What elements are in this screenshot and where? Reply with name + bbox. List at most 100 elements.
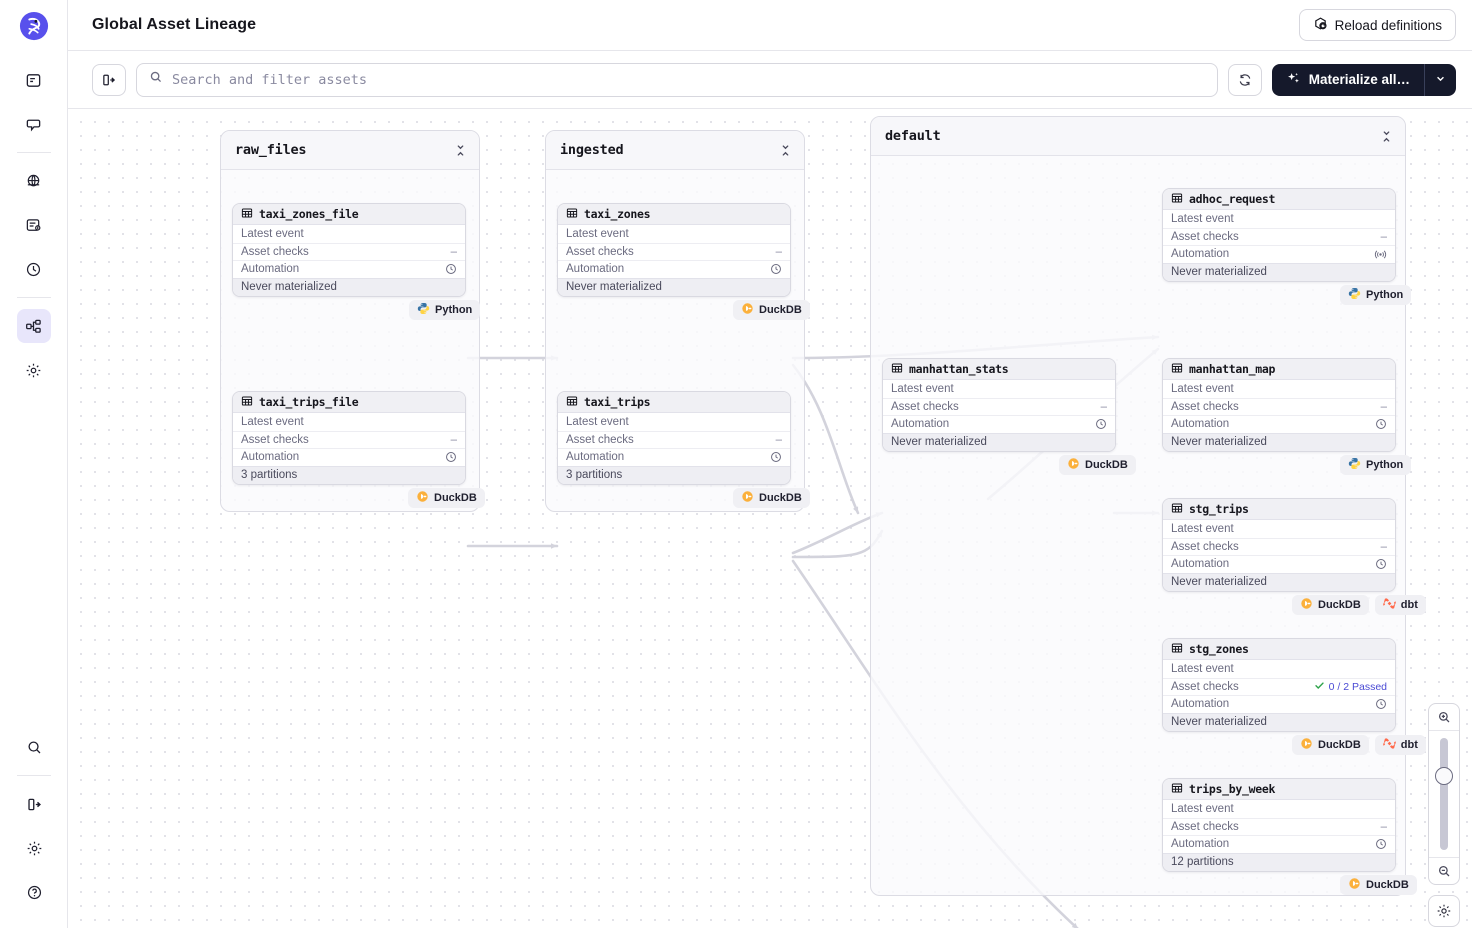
zoom-slider[interactable] xyxy=(1429,730,1459,858)
materialize-dropdown-button[interactable] xyxy=(1424,63,1456,96)
latest-event-label: Latest event xyxy=(891,382,954,395)
asset-node-name: taxi_trips_file xyxy=(259,395,359,409)
asset-tags-taxi_zones: DuckDB xyxy=(733,300,810,320)
collapse-panel-icon[interactable] xyxy=(17,787,51,821)
asset-tag[interactable]: Python xyxy=(1340,455,1412,475)
search-icon[interactable] xyxy=(17,730,51,764)
collapse-group-icon[interactable] xyxy=(454,144,467,157)
zoom-slider-thumb[interactable] xyxy=(1435,767,1453,785)
dagster-logo[interactable] xyxy=(18,10,50,42)
asset-checks-label: Asset checks xyxy=(1171,680,1239,693)
search-input[interactable] xyxy=(172,71,1205,88)
left-rail xyxy=(0,0,68,928)
asset-node-header: taxi_zones_file xyxy=(233,204,465,225)
asset-tag[interactable]: DuckDB xyxy=(1292,735,1369,755)
asset-group-header[interactable]: ingested xyxy=(546,131,804,170)
asset-tag[interactable]: DuckDB xyxy=(733,300,810,320)
gear-icon[interactable] xyxy=(17,831,51,865)
collapse-group-icon[interactable] xyxy=(1380,130,1393,143)
graph-settings-button[interactable] xyxy=(1428,895,1460,927)
asset-tag[interactable]: DuckDB xyxy=(1340,875,1417,895)
asset-tag-label: DuckDB xyxy=(434,492,477,504)
latest-event-label: Latest event xyxy=(1171,382,1234,395)
materialize-all-button[interactable]: Materialize all… xyxy=(1271,63,1424,96)
asset-node-header: trips_by_week xyxy=(1163,779,1395,800)
asset-tag[interactable]: DuckDB xyxy=(1059,455,1136,475)
latest-event-row: Latest event xyxy=(1163,520,1395,538)
refresh-button[interactable] xyxy=(1227,63,1262,96)
automation-label: Automation xyxy=(1171,248,1230,261)
reload-definitions-label: Reload definitions xyxy=(1334,17,1442,33)
reload-icon xyxy=(1313,16,1328,34)
toggle-sidebar-button[interactable] xyxy=(92,63,126,96)
clock-icon xyxy=(1375,558,1387,570)
zoom-in-icon[interactable] xyxy=(1429,704,1459,730)
asset-tag[interactable]: DuckDB xyxy=(1292,595,1369,615)
asset-tag[interactable]: Python xyxy=(409,300,481,320)
asset-tag[interactable]: dbt xyxy=(1374,735,1426,755)
latest-event-label: Latest event xyxy=(241,227,304,240)
collapse-group-icon[interactable] xyxy=(779,144,792,157)
latest-event-label: Latest event xyxy=(1171,802,1234,815)
clock-icon xyxy=(445,451,457,463)
asset-status: Never materialized xyxy=(1163,432,1395,451)
asset-tag[interactable]: DuckDB xyxy=(408,488,485,508)
asset-tags-taxi_trips: DuckDB xyxy=(733,488,810,508)
asset-node-header: taxi_trips xyxy=(558,392,790,413)
sidebar-item-settings[interactable] xyxy=(17,353,51,387)
asset-node-name: stg_trips xyxy=(1189,502,1249,516)
sidebar-item-feedback[interactable] xyxy=(17,107,51,141)
asset-tags-manhattan_map: Python xyxy=(1340,455,1412,475)
zoom-out-icon[interactable] xyxy=(1429,858,1459,884)
help-icon[interactable] xyxy=(17,875,51,909)
asset-status: Never materialized xyxy=(883,432,1115,451)
search-box[interactable] xyxy=(136,62,1218,97)
clock-icon xyxy=(1375,698,1387,710)
sidebar-item-schedules[interactable] xyxy=(17,252,51,286)
asset-checks-label: Asset checks xyxy=(1171,230,1239,243)
reload-definitions-button[interactable]: Reload definitions xyxy=(1298,9,1456,41)
asset-tag[interactable]: dbt xyxy=(1374,595,1426,615)
latest-event-row: Latest event xyxy=(558,225,790,243)
table-icon xyxy=(1171,192,1183,207)
sidebar-item-deployment[interactable] xyxy=(17,164,51,198)
asset-tag-label: DuckDB xyxy=(1366,879,1409,891)
asset-checks-value: – xyxy=(1380,400,1387,413)
sidebar-item-runs[interactable] xyxy=(17,63,51,97)
asset-checks-value: – xyxy=(1380,230,1387,243)
zoom-group xyxy=(1428,703,1460,885)
clock-icon xyxy=(445,263,457,275)
asset-group-header[interactable]: default xyxy=(871,117,1405,156)
sidebar-item-asset-lineage[interactable] xyxy=(16,309,51,343)
lineage-canvas[interactable]: raw_files ingested default taxi_zones_file… xyxy=(68,109,1472,928)
latest-event-row: Latest event xyxy=(233,413,465,431)
asset-checks-row: Asset checks– xyxy=(558,430,790,448)
asset-tag[interactable]: Python xyxy=(1340,285,1412,305)
asset-group-header[interactable]: raw_files xyxy=(221,131,479,170)
asset-node-name: stg_zones xyxy=(1189,642,1249,656)
asset-checks-label: Asset checks xyxy=(1171,820,1239,833)
toolbar: Materialize all… xyxy=(68,51,1472,109)
table-icon xyxy=(241,395,253,410)
asset-checks-value: – xyxy=(775,433,782,446)
duckdb-icon xyxy=(1067,457,1080,473)
asset-tag[interactable]: DuckDB xyxy=(733,488,810,508)
rail-divider-3 xyxy=(17,775,51,776)
latest-event-row: Latest event xyxy=(883,380,1115,398)
asset-node-header: taxi_trips_file xyxy=(233,392,465,413)
clock-icon xyxy=(1375,418,1387,430)
asset-checks-label: Asset checks xyxy=(1171,400,1239,413)
sidebar-item-jobs[interactable] xyxy=(17,208,51,242)
duckdb-icon xyxy=(741,302,754,318)
automation-label: Automation xyxy=(1171,558,1230,571)
